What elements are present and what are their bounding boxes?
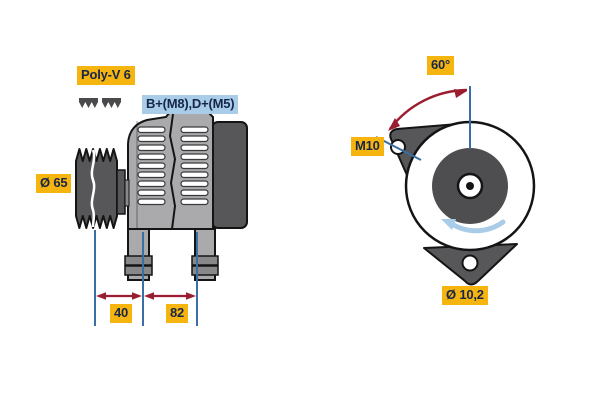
angle-dimension-arc	[388, 88, 468, 131]
pulley-break-line	[90, 149, 96, 228]
label-dimension-82: 82	[166, 304, 189, 323]
vent-slot	[180, 135, 209, 143]
extension-lines	[94, 230, 198, 326]
vent-slot	[137, 153, 166, 161]
vent-slot	[137, 126, 166, 134]
vent-slot	[180, 171, 209, 179]
arrowhead	[96, 292, 106, 300]
arrowhead	[388, 118, 400, 131]
label-thread-size: M10	[351, 137, 384, 156]
side-view	[75, 98, 248, 326]
vent-slot	[137, 198, 166, 206]
shaft-collar	[116, 169, 126, 215]
vent-slot	[137, 189, 166, 197]
dimension-line-40	[96, 292, 142, 300]
vent-slot	[180, 162, 209, 170]
front-foot-bushing	[124, 255, 153, 266]
label-dimension-40: 40	[110, 304, 133, 323]
poly-v-belt-icon	[79, 98, 98, 108]
vent-slot	[180, 144, 209, 152]
dimension-line-82	[144, 292, 196, 300]
vent-slot	[137, 171, 166, 179]
fixing-hole	[461, 254, 479, 272]
vent-slot	[180, 189, 209, 197]
vent-slot	[180, 198, 209, 206]
shaft-step	[124, 179, 130, 207]
pulley	[75, 148, 118, 229]
arrowhead	[454, 89, 467, 98]
vent-slot	[180, 180, 209, 188]
vent-slots	[137, 126, 209, 206]
label-pulley-diameter: Ø 65	[36, 174, 72, 193]
poly-v-belt-icon	[102, 98, 121, 108]
vent-slot	[137, 162, 166, 170]
rear-housing	[211, 121, 248, 229]
vent-slot	[137, 180, 166, 188]
rear-foot-bushing	[191, 265, 219, 276]
vent-slot	[137, 144, 166, 152]
label-belt-type: Poly-V 6	[77, 66, 135, 85]
label-fixing-angle: 60°	[427, 56, 455, 75]
rear-foot-bushing	[191, 255, 219, 266]
mounting-feet	[124, 227, 219, 281]
vent-slot	[180, 153, 209, 161]
housing-parting-line	[168, 113, 177, 230]
arrowhead	[186, 292, 196, 300]
arrowhead	[144, 292, 154, 300]
label-terminals: B+(M8),D+(M5)	[142, 95, 239, 114]
arrowhead	[132, 292, 142, 300]
end-view	[375, 86, 536, 286]
label-fixing-hole-diameter: Ø 10,2	[442, 286, 488, 305]
front-foot-bushing	[124, 265, 153, 276]
vent-slot	[137, 135, 166, 143]
m10-hole	[390, 139, 406, 155]
rotation-direction-arrow	[441, 219, 506, 234]
vent-slot	[180, 126, 209, 134]
shaft-center-dot	[466, 182, 474, 190]
